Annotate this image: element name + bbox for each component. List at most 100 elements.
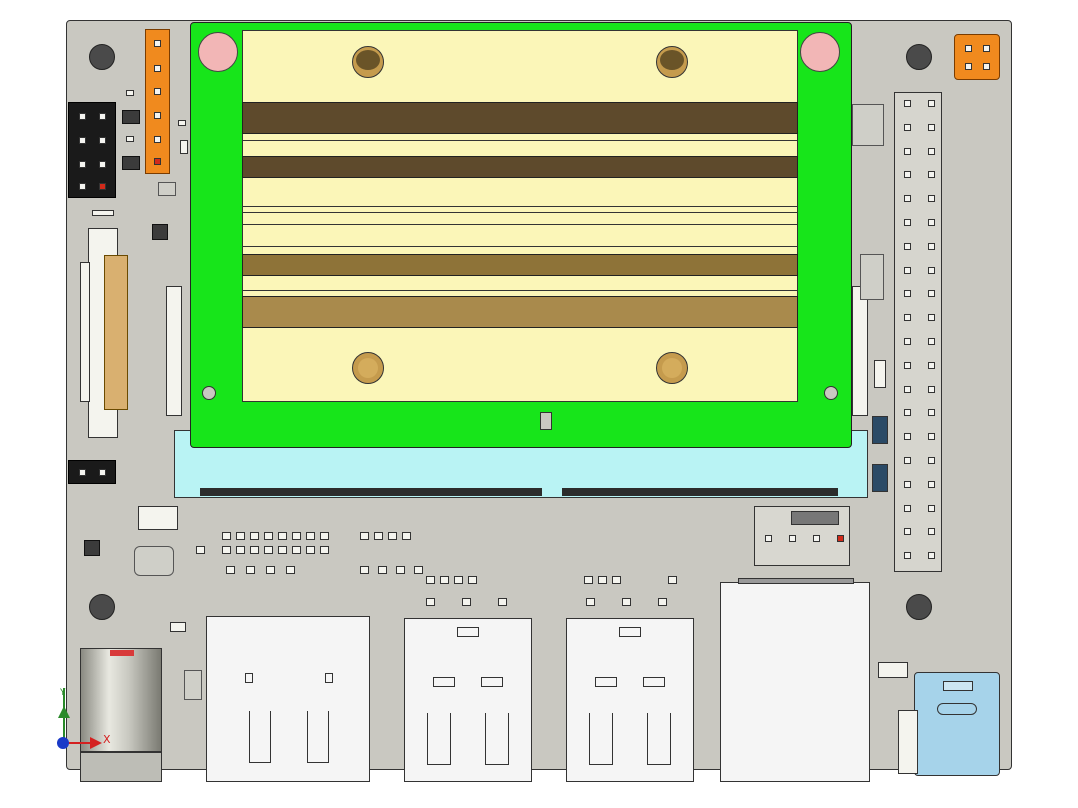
heatsink-screw	[352, 46, 384, 78]
axis-y-arrow	[58, 706, 70, 718]
passive-component	[92, 210, 114, 216]
gpio-pin	[928, 123, 935, 131]
heatsink-screw	[352, 352, 384, 384]
passive-component	[226, 566, 235, 574]
passive-component	[178, 120, 186, 126]
passive-component	[462, 598, 471, 606]
axis-x-arrow	[90, 737, 102, 749]
mounting-hole-top-right	[906, 44, 932, 70]
passive-component	[658, 598, 667, 606]
gpio-pin	[928, 480, 935, 488]
gpio-pin	[928, 242, 935, 250]
passive-component	[612, 576, 621, 584]
gpio-pin	[928, 338, 935, 345]
passive-component	[236, 546, 245, 554]
pwr-connector-4pin	[754, 506, 850, 566]
gpio-pin	[904, 338, 911, 345]
mounting-hole-bottom-right	[906, 594, 932, 620]
passive-component	[292, 546, 301, 554]
passive-component	[586, 598, 595, 606]
screw-left	[198, 32, 238, 72]
passive-component	[292, 532, 301, 540]
passive-component	[286, 566, 295, 574]
passive-component	[454, 576, 463, 584]
uart-header-orange	[145, 29, 170, 174]
gpio-pin	[904, 457, 911, 464]
jumper-header-orange	[954, 34, 1000, 80]
gpio-pin	[904, 528, 911, 536]
heatsink-screw	[656, 46, 688, 78]
dc-jack-base	[80, 752, 162, 782]
passive-component	[388, 532, 397, 540]
passive-component	[126, 90, 134, 96]
ic-smd	[152, 224, 168, 240]
passive-component	[306, 532, 315, 540]
passive-component	[360, 566, 369, 574]
ic-qfn	[852, 104, 884, 146]
gpio-pin	[904, 480, 911, 488]
ic-smd	[122, 156, 140, 170]
passive-component	[402, 532, 411, 540]
passive-component	[320, 546, 329, 554]
passive-component	[378, 566, 387, 574]
dc-power-jack	[80, 648, 162, 752]
heatsink-screw	[656, 352, 688, 384]
gpio-pin	[928, 147, 935, 155]
module-hole	[824, 386, 838, 400]
passive-component	[222, 532, 231, 540]
passive-component	[320, 532, 329, 540]
gpio-pin	[928, 219, 935, 226]
passive-component	[246, 566, 255, 574]
gpio-pin	[928, 290, 935, 298]
gpio-pin	[928, 409, 935, 417]
passive-component	[360, 532, 369, 540]
ic-smd	[184, 670, 202, 700]
gpio-pin	[904, 552, 911, 560]
display-port-connector	[206, 616, 370, 782]
fan-header-2pin	[68, 460, 116, 484]
ic-smd	[84, 540, 100, 556]
passive-component	[426, 576, 435, 584]
gpio-pin	[928, 385, 935, 393]
passive-component	[878, 662, 908, 678]
gpio-pin	[904, 242, 911, 250]
dc-jack-pin	[110, 650, 134, 656]
ethernet-port	[720, 582, 870, 782]
switch	[138, 506, 178, 530]
gpio-pin	[904, 171, 911, 179]
gpio-pin	[904, 504, 911, 512]
passive-component	[414, 566, 423, 574]
gpio-pin	[904, 266, 911, 274]
passive-component	[266, 566, 275, 574]
gpio-pin	[928, 171, 935, 179]
crystal	[134, 546, 174, 576]
passive-component	[598, 576, 607, 584]
gpio-pin	[928, 314, 935, 322]
passive-component	[250, 532, 259, 540]
passive-component	[874, 360, 886, 388]
gpio-pin	[904, 314, 911, 322]
gpio-pin	[904, 147, 911, 155]
ic-smd	[158, 182, 176, 196]
gpio-pin	[928, 528, 935, 536]
ic-smd	[860, 254, 884, 300]
passive-component	[180, 140, 188, 154]
gpio-pin	[928, 100, 935, 107]
passive-component	[236, 532, 245, 540]
gpio-pin	[904, 100, 911, 107]
heatsink-fin	[242, 254, 798, 276]
sodimm-latch-right	[852, 286, 868, 416]
axis-origin	[57, 737, 69, 749]
module-key-notch	[540, 412, 552, 430]
passive-component	[668, 576, 677, 584]
passive-component	[264, 546, 273, 554]
gpio-pin	[904, 433, 911, 441]
passive-component	[222, 546, 231, 554]
gpio-pin	[928, 504, 935, 512]
gpio-pin	[904, 123, 911, 131]
sodimm-slot-contacts-left	[200, 488, 542, 496]
passive-component	[584, 576, 593, 584]
inductor	[872, 464, 888, 492]
axis-x-label: X	[103, 733, 111, 746]
passive-component	[426, 598, 435, 606]
